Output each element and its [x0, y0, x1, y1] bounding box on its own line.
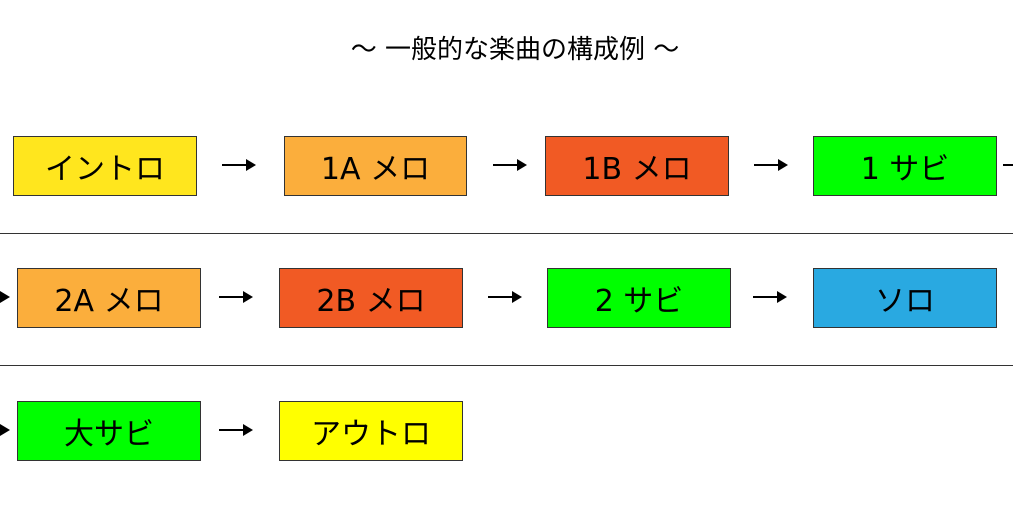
section-outro: アウトロ: [279, 401, 463, 461]
row-divider: [0, 233, 1013, 234]
section-2b-melo: 2B メロ: [279, 268, 463, 328]
row-divider: [0, 365, 1013, 366]
diagram-title: 〜 一般的な楽曲の構成例 〜: [350, 35, 680, 65]
section-1-sabi: 1 サビ: [813, 136, 997, 196]
arrow-right-icon: [222, 155, 256, 175]
arrow-continue-icon: [1003, 155, 1013, 175]
arrow-right-icon: [754, 155, 788, 175]
section-2-sabi: 2 サビ: [547, 268, 731, 328]
arrow-continue-icon: [0, 287, 10, 307]
section-1a-melo: 1A メロ: [284, 136, 467, 196]
section-solo: ソロ: [813, 268, 997, 328]
arrow-continue-icon: [0, 420, 10, 440]
arrow-right-icon: [219, 287, 253, 307]
arrow-right-icon: [488, 287, 522, 307]
section-1b-melo: 1B メロ: [545, 136, 729, 196]
section-2a-melo: 2A メロ: [17, 268, 201, 328]
section-intro: イントロ: [13, 136, 197, 196]
arrow-right-icon: [753, 287, 787, 307]
arrow-right-icon: [219, 420, 253, 440]
arrow-right-icon: [493, 155, 527, 175]
section-dai-sabi: 大サビ: [17, 401, 201, 461]
